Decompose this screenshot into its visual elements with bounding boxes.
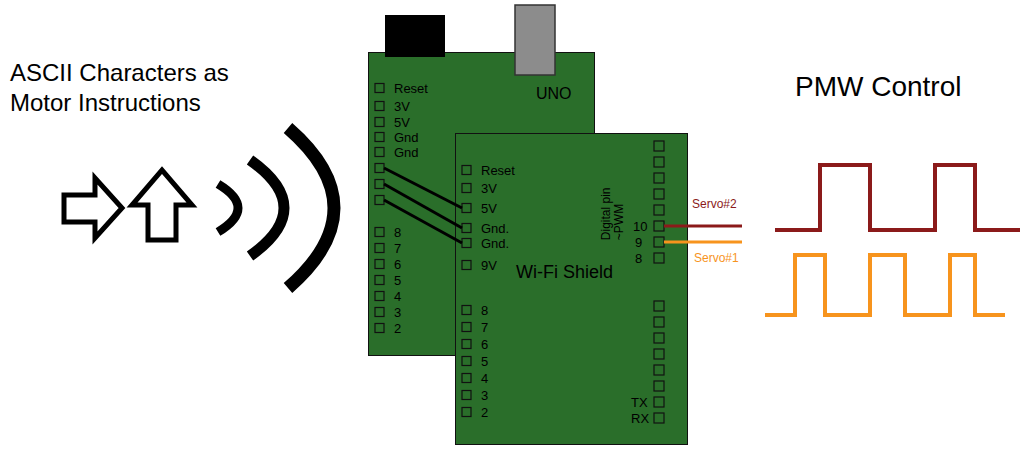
servo-label: Servo#2 [692,198,737,211]
pin-pad [654,173,664,183]
pin-pad [375,133,384,142]
pin-label: TX [631,396,648,410]
pin-pad [375,102,384,111]
pin-number: 4 [481,372,488,386]
pin-number: 5 [394,274,401,288]
pin-pad [654,141,664,151]
pin-pad [654,301,664,311]
pin-pad [462,166,471,175]
pin-number: 8 [481,304,488,318]
pin-label: Gnd [394,131,419,145]
pin-pad [462,391,471,400]
pin-number: 7 [394,242,401,256]
pin-label: 3V [481,182,497,196]
pwm-wave-servo2 [775,165,1020,230]
pin-pad [462,261,471,270]
shield-left-header [462,166,471,417]
pin-pad [462,357,471,366]
pin-label: Gnd. [481,237,509,251]
pin-pad [654,349,664,359]
pin-pad [654,365,664,375]
pin-pad [375,118,384,127]
pin-pad [654,221,664,231]
pin-number: 7 [481,321,488,335]
power-jack [515,5,555,75]
wireless-arc [218,184,238,232]
header-label: Digital pin ~PWM [600,158,626,240]
right-arrow-symbol [64,178,122,238]
pin-pad [462,239,471,248]
pin-pad [654,397,664,407]
pin-number: 3 [481,389,488,403]
pin-label: 9V [481,259,497,273]
pin-pad [375,244,384,253]
board-name: UNO [536,85,572,103]
pin-pad [375,180,384,189]
pin-pad [462,374,471,383]
pin-pad [654,157,664,167]
pin-pad [462,224,471,233]
pin-number: 10 [633,220,647,234]
pin-pad [654,189,664,199]
wireless-arc [250,160,284,256]
servo-label: Servo#1 [694,252,739,265]
pin-number: 2 [394,322,401,336]
wireless-arc [288,128,334,288]
pin-label: 5V [481,202,497,216]
pin-pad [654,333,664,343]
pin-pad [375,164,384,173]
board-name: Wi-Fi Shield [516,263,613,283]
pin-pad [375,292,384,301]
pin-pad [375,196,384,205]
pin-pad [375,228,384,237]
pin-number: 3 [394,306,401,320]
pin-pad [462,184,471,193]
pin-pad [375,260,384,269]
pin-pad [462,408,471,417]
wifi-shield-board: Reset 3V 5V Gnd.Gnd. 9V 8 7 6 5 4 3 2 Wi-Fi Shield Di… [455,133,688,445]
pin-label: Reset [394,82,428,96]
usb-jack [385,15,445,57]
output-caption: PMW Control [795,72,961,103]
pin-pad [654,381,664,391]
up-arrow-symbol [132,170,192,240]
pin-pad [462,340,471,349]
pin-number: 6 [394,258,401,272]
pin-pad [654,413,664,423]
pin-pad [375,84,384,93]
pin-number: 2 [481,406,488,420]
pin-number: 6 [481,338,488,352]
pwm-wave-servo1 [765,255,1005,315]
pin-pad [375,148,384,157]
pin-label: Gnd. [481,222,509,236]
pin-label: 3V [394,100,410,114]
pin-label: Reset [481,164,515,178]
shield-right-header [654,141,664,423]
pin-label: Gnd [394,146,419,160]
pin-pad [375,308,384,317]
pin-number: 8 [394,226,401,240]
pin-pad [654,253,664,263]
uno-pin-header [375,84,384,333]
pin-pad [462,204,471,213]
pin-label: RX [631,412,649,426]
pin-number: 9 [635,236,642,250]
pin-pad [462,323,471,332]
input-caption: ASCII Characters as Motor Instructions [10,58,270,118]
pin-pad [654,205,664,215]
pin-pad [462,306,471,315]
pin-number: 5 [481,355,488,369]
pin-pad [375,324,384,333]
pin-pad [654,317,664,327]
pin-label: 5V [394,116,410,130]
pin-number: 4 [394,290,401,304]
pin-number: 8 [635,252,642,266]
pin-pad [375,276,384,285]
pin-pad [654,237,664,247]
